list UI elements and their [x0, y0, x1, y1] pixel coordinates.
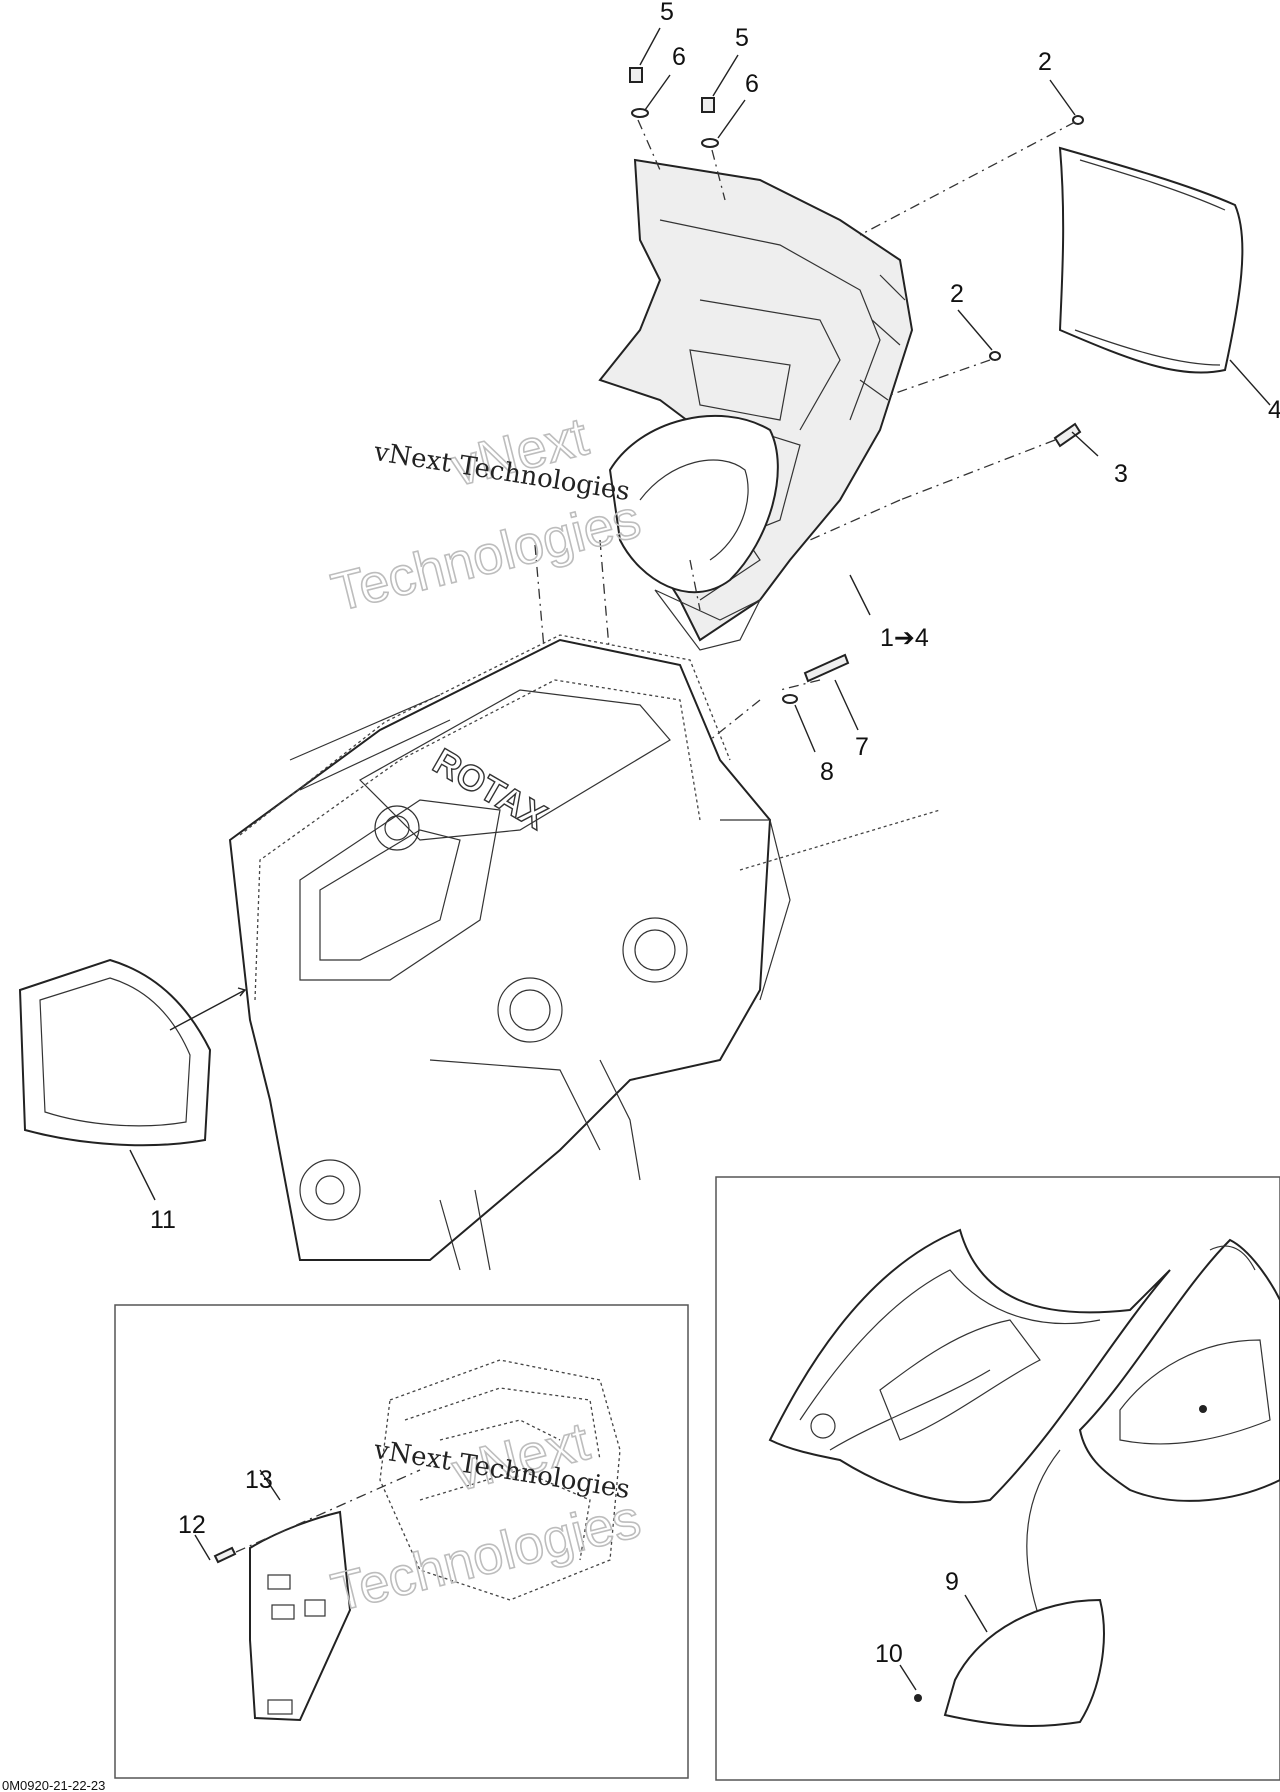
callout-9: 9	[945, 1568, 959, 1596]
watermark-big-bottom-2: Technologies	[326, 1489, 646, 1623]
callout-13: 13	[245, 1466, 273, 1494]
watermark-top: vNext Technologies vNext Technologies	[325, 406, 647, 624]
callout-11: 11	[150, 1206, 176, 1234]
callout-6b: 6	[745, 70, 759, 98]
callout-2b: 2	[950, 280, 964, 308]
engine-assembly	[228, 634, 941, 1271]
callout-12: 12	[178, 1511, 206, 1539]
engine-detail-small	[379, 1359, 621, 1601]
fasteners-top	[629, 67, 1084, 704]
watermark-bottom: vNext Technologies vNext Technologies	[325, 1410, 647, 1623]
callout-4: 4	[1268, 396, 1280, 424]
callout-2a: 2	[1038, 48, 1052, 76]
detail-panel-left	[114, 1304, 689, 1779]
callout-5a: 5	[660, 0, 674, 26]
callout-3: 3	[1114, 460, 1128, 488]
callout-10: 10	[875, 1640, 903, 1668]
air-box-seal	[18, 958, 247, 1147]
assembly-lines-upper	[534, 119, 1076, 741]
detail-panel-right	[715, 1176, 1280, 1781]
callout-1-to-4: 1➔4	[880, 624, 929, 652]
leader-lines	[129, 27, 1271, 1691]
watermark-big-top-2: Technologies	[326, 489, 646, 623]
windshield-decal	[914, 1598, 1105, 1727]
callout-labels: 5 6 5 6 2 2 3 4 1➔4 7 8 11 12 13 9 10	[150, 0, 1280, 1668]
air-intake-silencer	[598, 158, 914, 651]
intake-cover-panel	[1058, 146, 1244, 374]
callout-7: 7	[855, 733, 869, 761]
small-cover-plate	[213, 1469, 421, 1722]
callout-6a: 6	[672, 43, 686, 71]
figure-code: 0M0920-21-22-23	[2, 1778, 105, 1792]
hood-assembly	[768, 1228, 1280, 1621]
callout-8: 8	[820, 758, 834, 786]
callout-5b: 5	[735, 24, 749, 52]
